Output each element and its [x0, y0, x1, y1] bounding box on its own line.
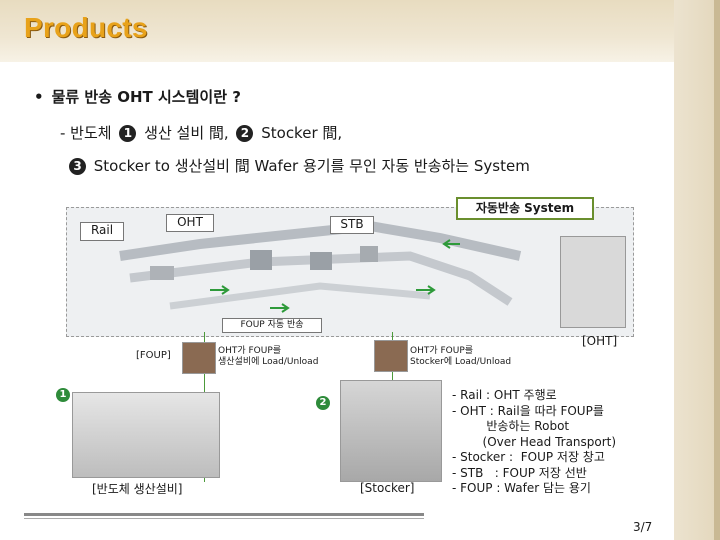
bullet-heading: • 물류 반송 OHT 시스템이란 ? [34, 86, 241, 107]
oht-equipment-line2: 생산설비에 Load/Unload [218, 357, 319, 367]
sub2-text: Stocker to 생산설비 間 Wafer 용기를 무인 자동 반송하는 S… [93, 157, 530, 175]
sub-line-2: 3 Stocker to 생산설비 間 Wafer 용기를 무인 자동 반송하는… [66, 155, 530, 176]
oht-equipment-desc: OHT가 FOUP를 생산설비에 Load/Unload [218, 346, 338, 368]
auto-transport-label: 자동반송 System [456, 197, 594, 220]
sub1-prefix: - 반도체 [60, 124, 112, 142]
page-number: 3/7 [633, 520, 653, 534]
oht-stocker-line1: OHT가 FOUP를 [410, 346, 474, 356]
slide-title: Products [24, 12, 148, 43]
oht-equipment-line1: OHT가 FOUP를 [218, 346, 282, 356]
footer-divider [24, 513, 424, 516]
sub1-suffix: Stocker 間, [261, 124, 343, 142]
right-decor-edge [714, 0, 720, 540]
bullet-text: 물류 반송 OHT 시스템이란 ? [51, 88, 241, 106]
foup-transport-label: FOUP 자동 반송 [222, 318, 322, 333]
circled-number-2: 2 [236, 125, 254, 142]
rail-label: Rail [80, 222, 124, 241]
marker-2: 2 [316, 396, 330, 410]
stocker-image [340, 380, 442, 482]
circled-number-1: 1 [119, 125, 137, 142]
title-bar [0, 0, 720, 62]
oht-vehicle-image [560, 236, 626, 328]
footer-divider-thin [24, 518, 424, 519]
equipment-caption: [반도체 생산설비] [92, 482, 183, 496]
oht-stocker-line2: Stocker에 Load/Unload [410, 357, 512, 367]
marker-1: 1 [56, 388, 70, 402]
circled-number-3: 3 [69, 158, 86, 175]
sub1-mid: 생산 설비 間, [144, 124, 229, 142]
oht-label: OHT [166, 214, 214, 232]
legend-text: - Rail : OHT 주행로 - OHT : Rail을 따라 FOUP를 … [452, 388, 617, 495]
foup-label: [FOUP] [136, 350, 171, 361]
sub-line-1: - 반도체 1 생산 설비 間, 2 Stocker 間, [60, 122, 342, 143]
semiconductor-equipment-image [72, 392, 220, 478]
foup-image-2 [374, 340, 408, 372]
oht-rail-illustration [119, 220, 522, 313]
right-decor-strip [674, 0, 720, 540]
oht-bracket-label: [OHT] [582, 334, 618, 348]
bullet-dot-icon: • [34, 88, 44, 106]
stb-label: STB [330, 216, 374, 234]
stocker-caption: [Stocker] [360, 481, 415, 495]
oht-stocker-desc: OHT가 FOUP를 Stocker에 Load/Unload [410, 346, 530, 368]
foup-image [182, 342, 216, 374]
